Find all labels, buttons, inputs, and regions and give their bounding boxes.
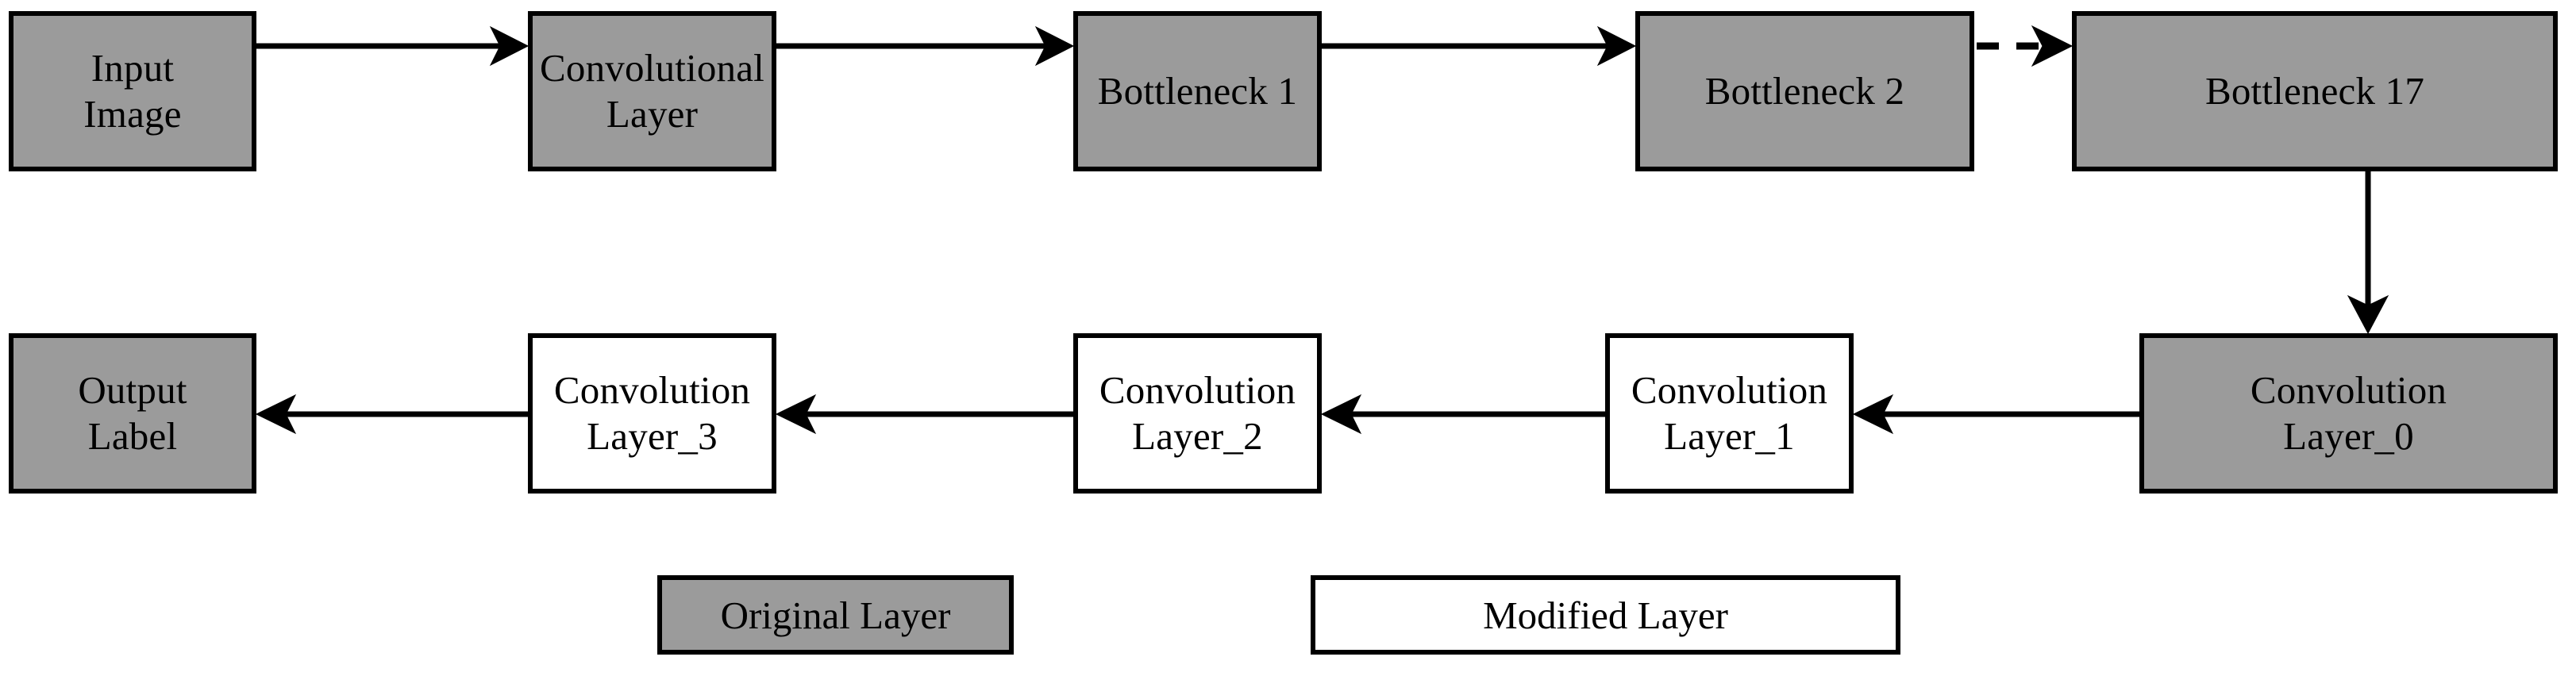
- node-label-line: Convolution: [2250, 368, 2447, 413]
- node-convolution-layer-2[interactable]: Convolution Layer_2: [1073, 333, 1322, 494]
- node-label-line: Convolutional: [540, 46, 764, 90]
- node-label-line: Layer_1: [1664, 414, 1795, 458]
- node-label-line: Layer_2: [1132, 414, 1263, 458]
- node-label-line: Image: [83, 92, 182, 136]
- node-bottleneck-17[interactable]: Bottleneck 17: [2072, 11, 2558, 171]
- node-convolutional-layer[interactable]: Convolutional Layer: [528, 11, 776, 171]
- node-label-line: Convolution: [1631, 368, 1828, 413]
- edge-convlayer1-to-convlayer2: [1320, 394, 1605, 435]
- node-label-line: Convolution: [553, 368, 751, 413]
- node-label-line: Convolution: [1099, 368, 1296, 413]
- node-label-line: Bottleneck 1: [1097, 69, 1298, 113]
- edge-conv-to-bottleneck1: [776, 25, 1075, 67]
- edge-bottleneck17-to-convlayer0: [2347, 171, 2389, 335]
- node-bottleneck-2[interactable]: Bottleneck 2: [1635, 11, 1974, 171]
- node-label-line: Bottleneck 17: [2204, 69, 2425, 113]
- node-bottleneck-1[interactable]: Bottleneck 1: [1073, 11, 1322, 171]
- node-label-line: Layer: [606, 92, 699, 136]
- edge-bottleneck2-to-bottleneck17-dashed: [1977, 25, 2074, 67]
- edge-convlayer0-to-convlayer1: [1852, 394, 2139, 435]
- legend-item-modified-layer[interactable]: Modified Layer: [1311, 575, 1900, 655]
- node-label-line: Layer_0: [2283, 414, 2414, 458]
- node-output-label[interactable]: Output Label: [9, 333, 256, 494]
- edge-convlayer3-to-output: [255, 394, 528, 435]
- node-label-line: Input: [90, 46, 175, 90]
- node-convolution-layer-0[interactable]: Convolution Layer_0: [2139, 333, 2558, 494]
- node-convolution-layer-1[interactable]: Convolution Layer_1: [1605, 333, 1854, 494]
- node-label-line: Layer_3: [587, 414, 718, 458]
- edge-input-to-conv: [256, 25, 529, 67]
- node-input-image[interactable]: Input Image: [9, 11, 256, 171]
- edge-bottleneck1-to-bottleneck2: [1322, 25, 1637, 67]
- node-label-line: Output: [78, 368, 187, 413]
- node-convolution-layer-3[interactable]: Convolution Layer_3: [528, 333, 776, 494]
- edge-convlayer2-to-convlayer3: [775, 394, 1073, 435]
- legend-item-original-layer[interactable]: Original Layer: [657, 575, 1014, 655]
- legend-label: Original Layer: [720, 593, 951, 637]
- node-label-line: Bottleneck 2: [1704, 69, 1905, 113]
- legend-label: Modified Layer: [1483, 593, 1728, 637]
- node-label-line: Label: [87, 414, 178, 458]
